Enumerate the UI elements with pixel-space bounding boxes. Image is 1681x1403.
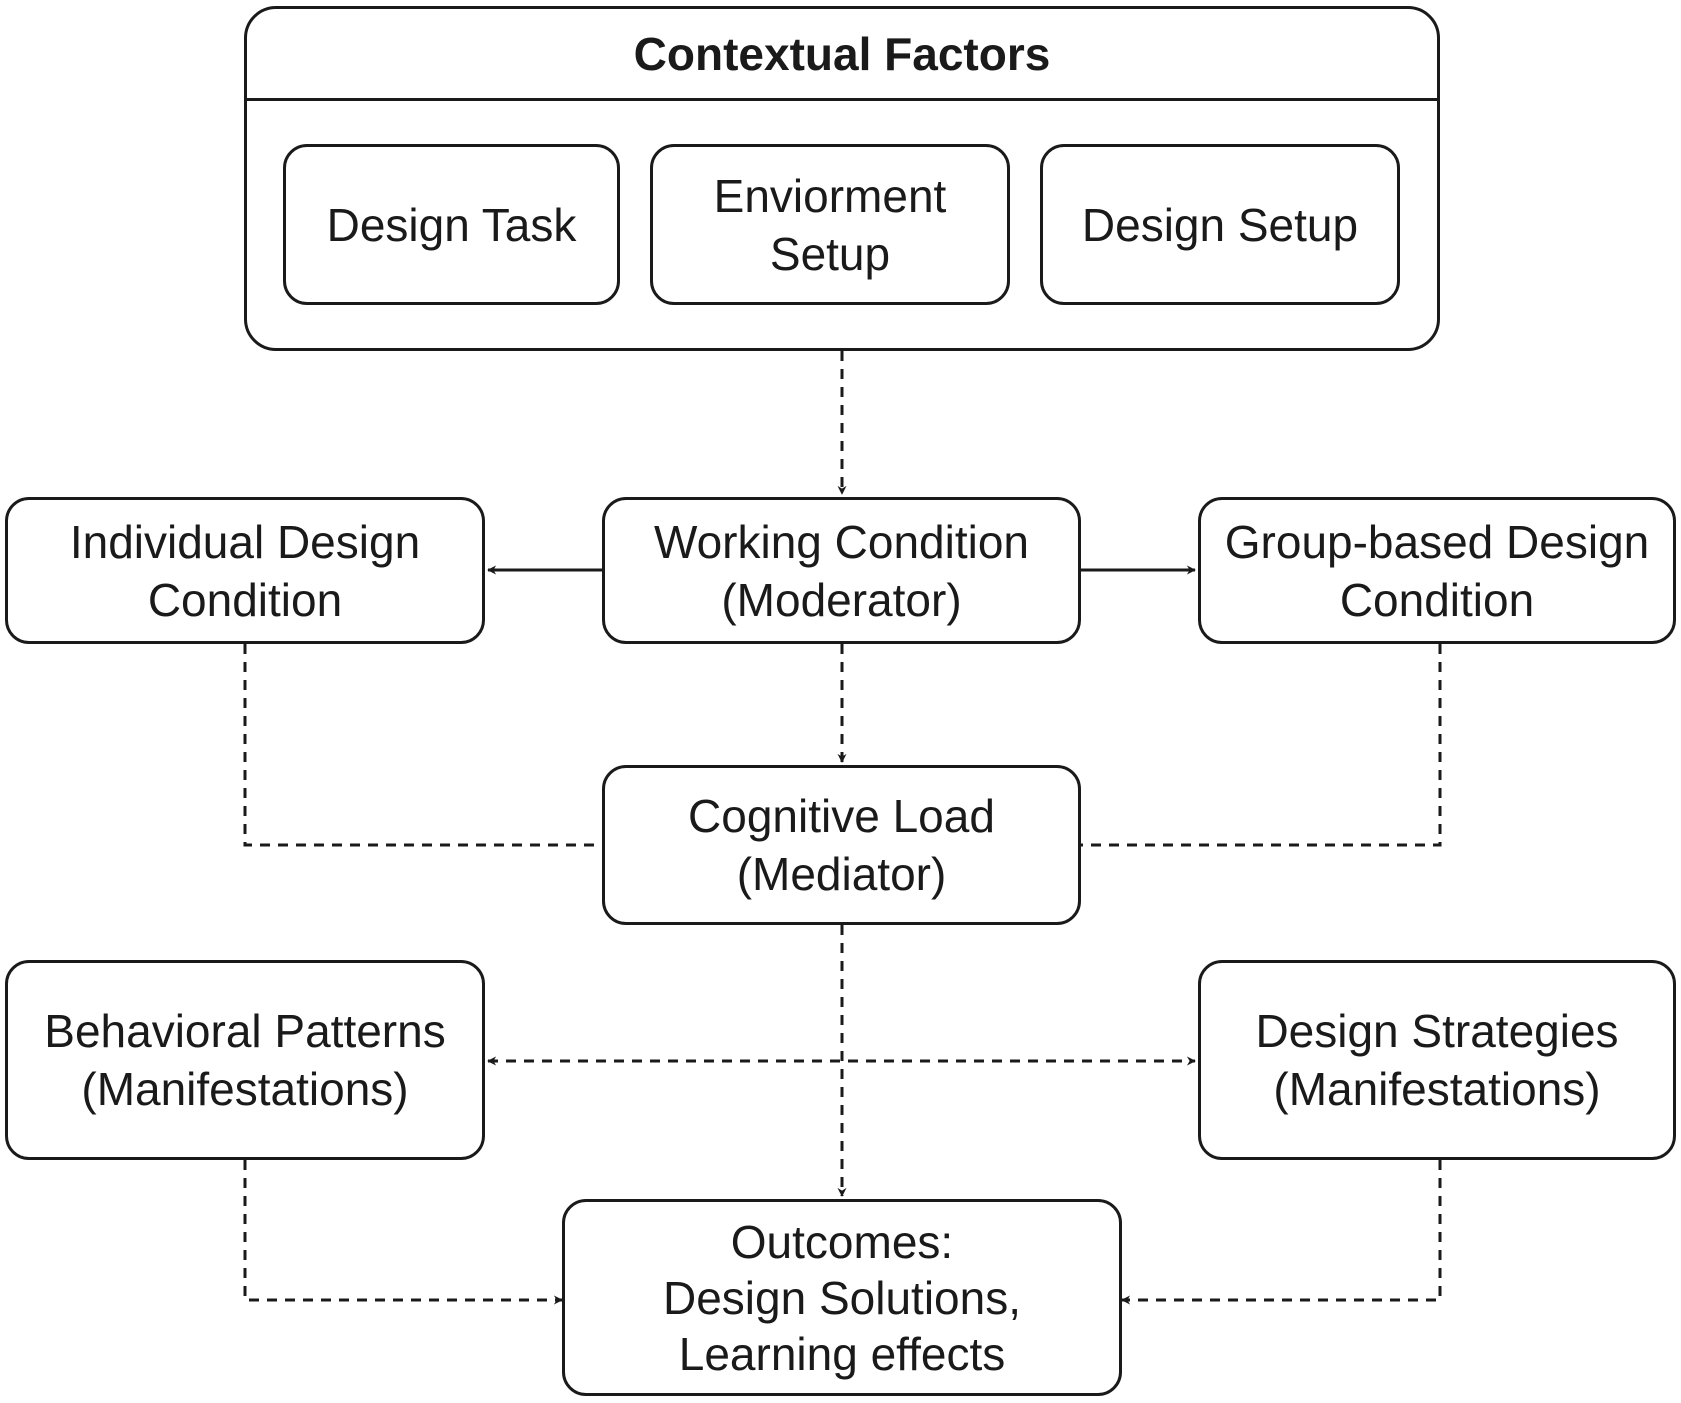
group-line-2: Condition (1339, 573, 1535, 626)
arrow-behavioral-to-outcomes (243, 1160, 563, 1305)
link-individual-to-cognitive (243, 644, 602, 847)
cognitive-load-box: Cognitive Load (Mediator) (602, 765, 1081, 925)
group-design-condition-box: Group-based Design Condition (1198, 497, 1676, 644)
design-task-box: Design Task (283, 144, 620, 305)
link-group-to-cognitive (1081, 644, 1442, 847)
cognitive-line-1: Cognitive Load (688, 790, 995, 842)
outcomes-line-3: Learning effects (678, 1327, 1006, 1380)
arrow-strategies-to-outcomes (1121, 1160, 1442, 1305)
environment-setup-box: Enviorment Setup (650, 144, 1010, 305)
behavioral-line-2: (Manifestations) (81, 1063, 409, 1115)
design-setup-box: Design Setup (1040, 144, 1400, 305)
behavioral-line-1: Behavioral Patterns (44, 1005, 446, 1057)
strategies-line-1: Design Strategies (1255, 1005, 1619, 1057)
working-line-1: Working Condition (653, 515, 1029, 568)
environment-setup-line-2: Setup (769, 227, 891, 280)
group-line-1: Group-based Design (1224, 515, 1650, 568)
behavioral-patterns-box: Behavioral Patterns (Manifestations) (5, 960, 485, 1160)
design-setup-label: Design Setup (1081, 198, 1359, 251)
environment-setup-line-1: Enviorment (713, 169, 947, 222)
design-strategies-box: Design Strategies (Manifestations) (1198, 960, 1676, 1160)
individual-design-condition-box: Individual Design Condition (5, 497, 485, 644)
individual-line-2: Condition (147, 573, 343, 626)
working-line-2: (Moderator) (721, 573, 962, 626)
outcomes-line-2: Design Solutions, (663, 1271, 1021, 1324)
outcomes-box: Outcomes: Design Solutions, Learning eff… (562, 1199, 1122, 1396)
outcomes-line-1: Outcomes: (730, 1215, 954, 1268)
strategies-line-2: (Manifestations) (1273, 1063, 1601, 1115)
individual-line-1: Individual Design (69, 515, 421, 568)
design-task-label: Design Task (326, 198, 577, 251)
working-condition-box: Working Condition (Moderator) (602, 497, 1081, 644)
contextual-factors-title: Contextual Factors (247, 9, 1437, 101)
cognitive-line-2: (Mediator) (736, 848, 947, 900)
